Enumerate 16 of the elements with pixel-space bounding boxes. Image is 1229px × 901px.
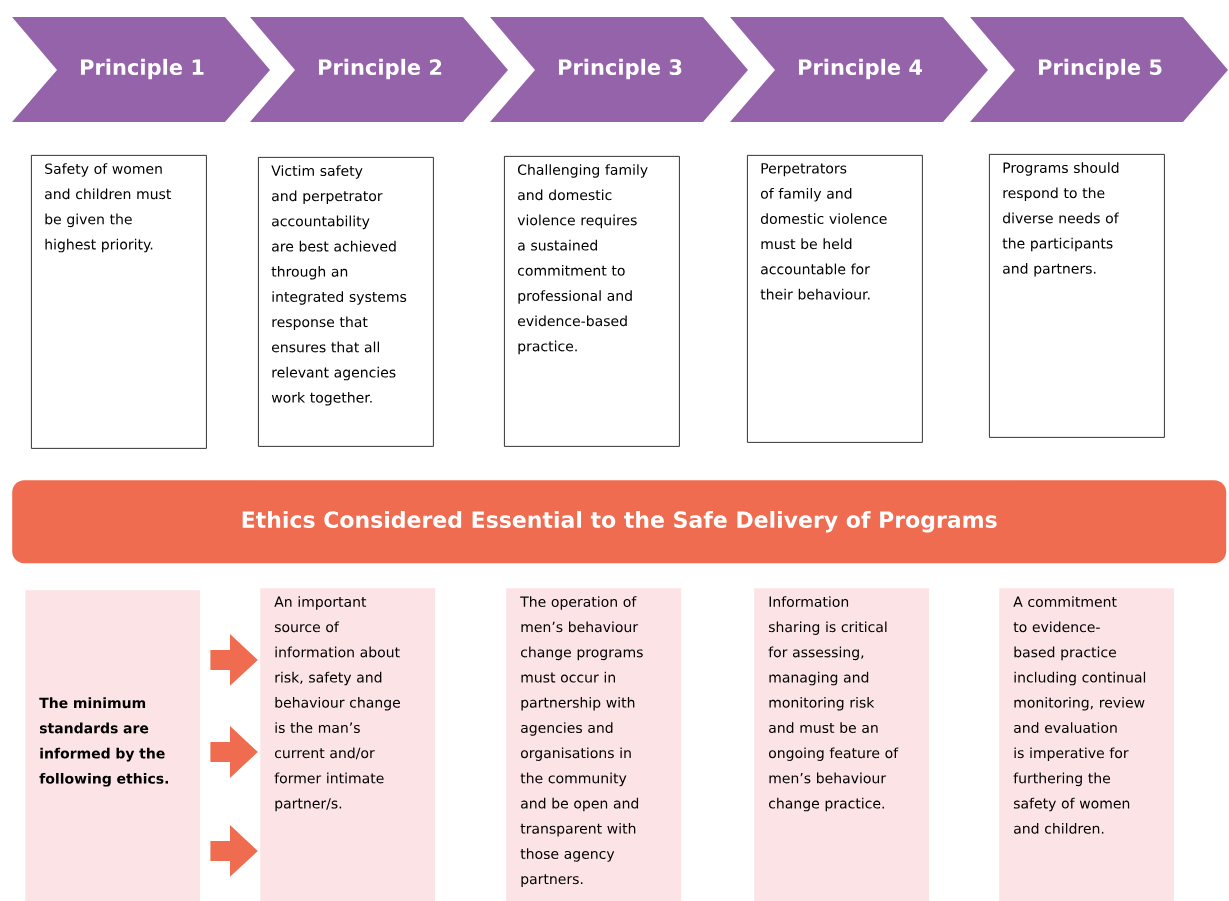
text-box: An important source of information about risk, safety and behaviour change is the man’s current and/or former intimate partner/s. [260, 588, 436, 901]
text-box: Challenging family and domestic violence requires a sustained commitment to professional and evidence-based practice. [504, 156, 680, 447]
text-box: Programs should respond to the diverse needs of the participants and partners. [989, 154, 1165, 438]
text-box: Information sharing is critical for assessing, managing and monitoring risk and must be an ongoing feature of men’s behaviour change practice. [754, 588, 930, 901]
text-box: The operation of men’s behaviour change programs must occur in partnership with agencies and organisations in the community and be open and transparent with those agency partners. [506, 588, 682, 901]
text-box: Perpetrators of family and domestic violence must be held accountable for their behaviour. [747, 155, 923, 443]
banner: Ethics Considered Essential to the Safe Delivery of Programs [12, 480, 1227, 564]
text-box: A commitment to evidence-based practice including continual monitoring, review and evaluation is imperative for furthering the safety of women and children. [999, 588, 1175, 901]
text-box: Safety of women and children must be given the highest priority. [31, 155, 207, 449]
step-heading: Principle 1 [12, 17, 270, 122]
text-box: The minimum standards are informed by the following ethics. [25, 590, 201, 901]
step-heading: Principle 2 [250, 17, 508, 122]
step-heading: Principle 3 [490, 17, 748, 122]
step-heading: Principle 5 [970, 17, 1228, 122]
step-heading: Principle 4 [730, 17, 988, 122]
text-box: Victim safety and perpetrator accountability are best achieved through an integrated systems response that ensures that all relevant agencies work together. [258, 157, 434, 447]
